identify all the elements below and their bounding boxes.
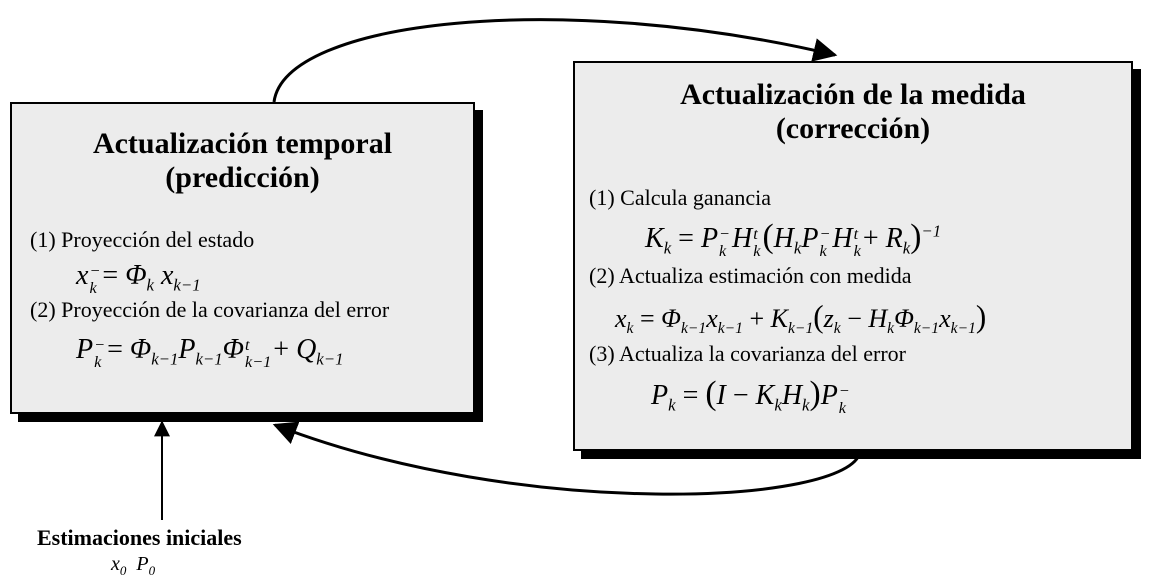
predict-title-line2: (predicción)	[165, 161, 320, 194]
correct-title-line1: Actualización de la medida	[680, 78, 1026, 111]
predict-box: Actualización temporal (predicción) (1) …	[10, 102, 475, 414]
initial-estimates-values: x0 P0	[111, 552, 155, 579]
arrow-predict-to-correct	[272, 18, 838, 103]
predict-step2-label: (2) Proyección de la covarianza del erro…	[30, 297, 390, 322]
correct-title-line2: (corrección)	[775, 112, 931, 145]
correct-step1-label: (1) Calcula ganancia	[589, 185, 772, 210]
predict-step1-label: (1) Proyección del estado	[30, 227, 255, 252]
correct-step2-label: (2) Actualiza estimación con medida	[589, 263, 912, 288]
correct-step3-label: (3) Actualiza la covarianza del error	[589, 341, 906, 366]
initial-estimates-label: Estimaciones iniciales	[37, 525, 242, 550]
covariance-update-equation: Pk = (I − KkHk)P−k	[651, 375, 850, 417]
predict-title-line1: Actualización temporal	[92, 127, 393, 160]
initial-x0: x0	[111, 553, 127, 578]
correct-box: Actualización de la medida (corrección) …	[573, 61, 1133, 451]
predict-state-equation: x−k= Φk xk−1	[76, 260, 201, 297]
estimate-update-equation: xk = Φk−1xk−1 + Kk−1(zk − HkΦk−1xk−1)	[615, 299, 987, 338]
arrow-correct-to-predict	[272, 421, 862, 496]
initial-p0: P0	[136, 553, 156, 578]
